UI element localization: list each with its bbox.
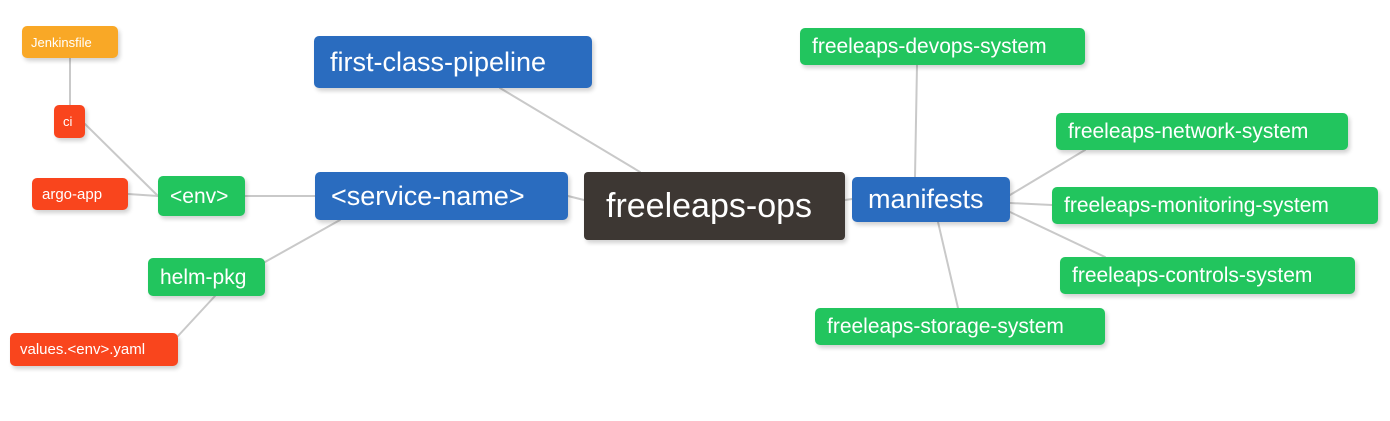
node-label-storage-system: freeleaps-storage-system — [827, 315, 1064, 338]
edge-manifests-to-storage-system — [937, 221, 959, 309]
node-env[interactable]: <env> — [158, 176, 245, 216]
node-ci[interactable]: ci — [54, 105, 85, 138]
node-label-freeleaps-ops: freeleaps-ops — [606, 187, 813, 225]
node-label-manifests: manifests — [868, 184, 984, 214]
node-label-helm-pkg: helm-pkg — [160, 265, 247, 289]
node-monitoring-system[interactable]: freeleaps-monitoring-system — [1052, 187, 1378, 224]
node-label-devops-system: freeleaps-devops-system — [812, 35, 1047, 58]
node-freeleaps-ops[interactable]: freeleaps-ops — [584, 172, 845, 240]
node-manifests[interactable]: manifests — [852, 177, 1010, 222]
node-values-yaml[interactable]: values.<env>.yaml — [10, 333, 178, 366]
node-label-controls-system: freeleaps-controls-system — [1072, 264, 1313, 287]
node-label-values-yaml: values.<env>.yaml — [20, 341, 146, 358]
edge-service-name-to-freeleaps-ops — [567, 195, 585, 201]
edge-manifests-to-monitoring-system — [1009, 202, 1053, 206]
edge-freeleaps-ops-to-manifests — [844, 198, 853, 201]
node-label-env: <env> — [170, 184, 229, 208]
node-network-system[interactable]: freeleaps-network-system — [1056, 113, 1348, 150]
node-argo-app[interactable]: argo-app — [32, 178, 128, 210]
node-controls-system[interactable]: freeleaps-controls-system — [1060, 257, 1355, 294]
node-jenkinsfile[interactable]: Jenkinsfile — [22, 26, 118, 58]
node-first-class-pipeline[interactable]: first-class-pipeline — [314, 36, 592, 88]
edge-manifests-to-devops-system — [914, 64, 918, 178]
node-label-network-system: freeleaps-network-system — [1068, 120, 1309, 143]
edge-first-class-pipeline-to-freeleaps-ops — [499, 87, 641, 173]
node-label-argo-app: argo-app — [42, 185, 103, 203]
node-storage-system[interactable]: freeleaps-storage-system — [815, 308, 1105, 345]
edge-helm-pkg-to-service-name — [264, 219, 341, 263]
node-label-jenkinsfile: Jenkinsfile — [31, 34, 92, 50]
node-label-monitoring-system: freeleaps-monitoring-system — [1064, 194, 1329, 217]
edge-values-yaml-to-helm-pkg — [177, 295, 216, 337]
node-label-ci: ci — [63, 114, 73, 129]
node-service-name[interactable]: <service-name> — [315, 172, 568, 220]
node-devops-system[interactable]: freeleaps-devops-system — [800, 28, 1085, 65]
node-label-service-name: <service-name> — [331, 180, 525, 211]
edge-argo-app-to-env — [127, 193, 159, 197]
node-helm-pkg[interactable]: helm-pkg — [148, 258, 265, 296]
node-label-first-class-pipeline: first-class-pipeline — [330, 46, 547, 77]
